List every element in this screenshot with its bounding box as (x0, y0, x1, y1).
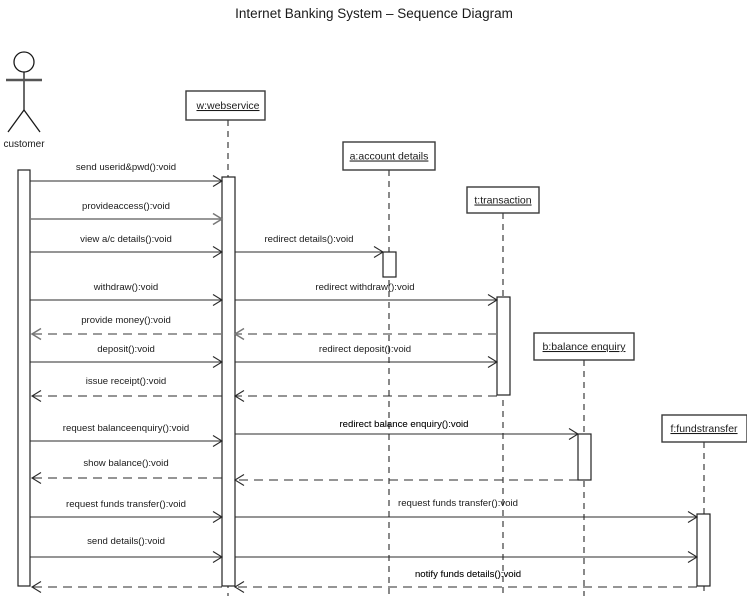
activation-bar-customer (17, 169, 31, 587)
lifeline-balance-enquiry[interactable]: b:balance enquiry (533, 332, 635, 596)
message-m19[interactable]: send details():void (30, 536, 224, 563)
message-arrowhead-m7 (30, 327, 42, 341)
message-arrowhead-m14 (568, 428, 580, 440)
message-m12[interactable] (233, 390, 497, 402)
message-m21[interactable] (30, 581, 222, 593)
lifeline-label-account-details: a:account details (350, 151, 429, 163)
message-label-m11: issue receipt():void (86, 376, 167, 387)
lifeline-label-balance-enquiry: b:balance enquiry (543, 341, 627, 353)
message-m7[interactable]: provide money():void (30, 315, 222, 341)
message-label-m19: send details():void (87, 536, 165, 547)
lifelines-group: w:webservice a:account details t:transacti… (185, 90, 747, 596)
message-label-m1: send userid&pwd():void (76, 162, 176, 173)
message-m22[interactable]: notify funds details():void (233, 569, 697, 593)
message-arrowhead-m20 (687, 551, 699, 563)
message-label-m6: redirect withdraw():void (315, 282, 414, 293)
lifeline-box-balance-enquiry[interactable] (533, 332, 635, 361)
message-m3[interactable]: view a/c details():void (30, 234, 224, 258)
message-arrowhead-m21 (30, 581, 42, 593)
message-arrowhead-m1 (212, 175, 224, 187)
message-arrowhead-m22 (233, 581, 245, 593)
message-m16[interactable] (233, 474, 578, 486)
message-m18[interactable] (235, 511, 699, 523)
message-arrowhead-m3 (212, 246, 224, 258)
actor-leg-right-icon (23, 109, 41, 133)
message-arrowhead-m8 (233, 327, 245, 341)
lifeline-box-webservice[interactable] (185, 90, 266, 121)
message-arrowhead-m15 (30, 472, 42, 484)
message-label-m4: redirect details():void (264, 234, 353, 245)
message-arrowhead-m19 (212, 551, 224, 563)
activation-bar-balance-enquiry (577, 433, 592, 481)
message-arrowhead-m10 (487, 356, 499, 368)
message-label-m9: deposit():void (97, 344, 155, 355)
actor-leg-left-icon (7, 109, 25, 133)
message-m5[interactable]: withdraw():void (30, 282, 224, 306)
message-m20[interactable] (235, 551, 699, 563)
message-m8[interactable] (233, 327, 497, 341)
message-arrowhead-m12 (233, 390, 245, 402)
message-arrowhead-m11 (30, 390, 42, 402)
actor-label-customer: customer (3, 139, 45, 150)
message-m2[interactable]: provideaccess():void (30, 201, 224, 226)
message-m15[interactable]: show balance():void (30, 458, 222, 484)
message-label-m3: view a/c details():void (80, 234, 172, 245)
activation-bar-transaction (496, 296, 511, 396)
message-m1[interactable]: send userid&pwd():void (30, 162, 224, 187)
lifeline-box-account-details[interactable] (342, 141, 436, 171)
message-label-m10: redirect deposit():void (319, 344, 411, 355)
lifeline-label-webservice: w:webservice (195, 100, 259, 112)
message-label-m17: request funds transfer():void (66, 499, 186, 510)
message-arrowhead-m9 (212, 356, 224, 368)
message-arrowhead-m16 (233, 474, 245, 486)
lifeline-transaction[interactable]: t:transaction (466, 186, 540, 596)
message-arrowhead-m13 (212, 435, 224, 447)
page-title: Internet Banking System – Sequence Diagr… (235, 6, 513, 21)
message-arrowhead-m2 (212, 212, 224, 226)
message-m13[interactable]: request balanceenquiry():void (30, 423, 224, 447)
lifeline-box-fundstransfer[interactable] (661, 414, 747, 443)
actor-head-icon (13, 51, 35, 73)
standalone-label-l-redirect-bal: redirect balance enquiry():void (339, 419, 468, 430)
message-label-m2: provideaccess():void (82, 201, 170, 212)
message-label-m22: notify funds details():void (415, 569, 521, 580)
message-m4[interactable]: redirect details():void (235, 234, 385, 258)
standalone-label-l-funds-transfer: request funds transfer():void (398, 498, 518, 509)
lifeline-label-transaction: t:transaction (474, 195, 531, 207)
message-label-m5: withdraw():void (93, 282, 159, 293)
message-m10[interactable]: redirect deposit():void (235, 344, 499, 368)
message-arrowhead-m6 (487, 294, 499, 306)
message-label-m7: provide money():void (81, 315, 171, 326)
message-arrowhead-m18 (687, 511, 699, 523)
standalone-label-l-notify-funds: notify funds details():void (415, 569, 521, 580)
activation-bar-account-details (382, 251, 397, 278)
message-m6[interactable]: redirect withdraw():void (235, 282, 499, 306)
message-label-m14: redirect balance enquiry():void (339, 419, 468, 430)
message-m14[interactable]: redirect balance enquiry():void (235, 419, 580, 440)
message-arrowhead-m4 (373, 246, 385, 258)
activations-group (17, 169, 711, 587)
lifeline-box-transaction[interactable] (466, 186, 540, 214)
message-arrowhead-m5 (212, 294, 224, 306)
message-label-m15: show balance():void (83, 458, 168, 469)
lifeline-fundstransfer[interactable]: f:fundstransfer (661, 414, 747, 596)
activation-bar-webservice (221, 176, 236, 587)
message-m17[interactable]: request funds transfer():void (30, 499, 224, 523)
lifeline-account-details[interactable]: a:account details (342, 141, 436, 596)
message-arrowhead-m17 (212, 511, 224, 523)
message-m9[interactable]: deposit():void (30, 344, 224, 368)
message-m11[interactable]: issue receipt():void (30, 376, 222, 402)
message-label-m13: request balanceenquiry():void (63, 423, 189, 434)
messages-group: send userid&pwd():void provideaccess():vo… (30, 162, 699, 593)
activation-bar-fundstransfer (696, 513, 711, 587)
lifeline-label-fundstransfer: f:fundstransfer (670, 423, 738, 435)
actor-customer[interactable]: customer (3, 51, 45, 150)
